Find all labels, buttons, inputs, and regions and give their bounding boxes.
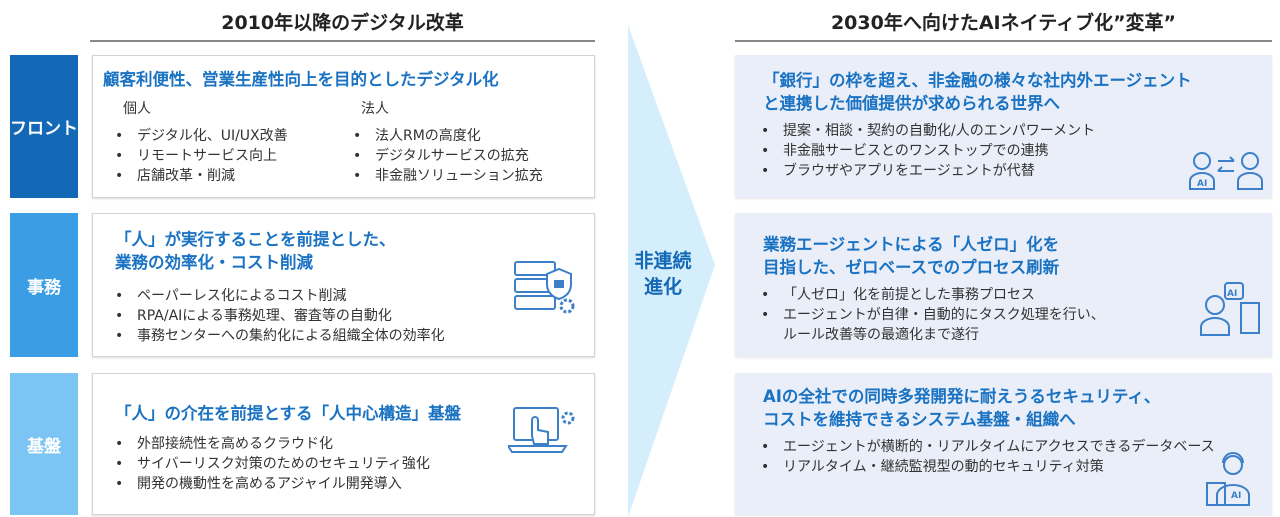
left-header: 2010年以降のデジタル改革 (221, 12, 464, 34)
kiban-title: 「人」の介在を前提とする「人中心構造」基盤 (115, 404, 462, 423)
chevron-arrow-shape (628, 25, 715, 517)
title-line2: と連携した価値提供が求められる世界へ (763, 94, 1060, 113)
title-line1: AIの全社での同時多発開発に耐えうるセキュリティ、 (763, 387, 1161, 406)
list-item: サイバーリスク対策のためのセキュリティ強化 (111, 454, 430, 474)
right-card-3-list: エージェントが横断的・リアルタイムにアクセスできるデータベース リアルタイム・継… (757, 437, 1215, 477)
jimu-title: 「人」が実行することを前提とした、 業務の効率化・コスト削減 (115, 228, 396, 274)
list-item: 事務センターへの集約化による組織全体の効率化 (111, 326, 445, 346)
list-item: 外部接続性を高めるクラウド化 (111, 434, 430, 454)
row-label-front: フロント (10, 55, 78, 198)
ai-badge: AI (1197, 179, 1208, 189)
right-card-2-title: 業務エージェントによる「人ゼロ」化を 目指した、ゼロベースでのプロセス刷新 (763, 233, 1059, 279)
list-item: 非金融サービスとのワンストップでの連携 (757, 141, 1095, 161)
arrow-label-line2: 進化 (643, 276, 682, 298)
right-card-2: 業務エージェントによる「人ゼロ」化を 目指した、ゼロベースでのプロセス刷新 「人… (735, 213, 1272, 357)
list-item: リモートサービス向上 (111, 146, 288, 166)
list-item: リアルタイム・継続監視型の動的セキュリティ対策 (757, 457, 1215, 477)
right-card-2-list: 「人ゼロ」化を前提とした事務プロセス エージェントが自律・自動的にタスク処理を行… (757, 285, 1105, 345)
list-item: 「人ゼロ」化を前提とした事務プロセス (757, 285, 1105, 305)
list-item: ペーパーレス化によるコスト削減 (111, 286, 445, 306)
list-item: ブラウザやアプリをエージェントが代替 (757, 161, 1095, 181)
right-card-1-list: 提案・相談・契約の自動化/人のエンパワーメント 非金融サービスとのワンストップで… (757, 121, 1095, 181)
title-line2: コストを維持できるシステム基盤・組織へ (763, 410, 1076, 429)
jimu-list: ペーパーレス化によるコスト削減 RPA/AIによる事務処理、審査等の自動化 事務… (111, 286, 445, 346)
right-header: 2030年へ向けたAIネイティブ化”変革” (830, 12, 1177, 34)
jimu-card: 「人」が実行することを前提とした、 業務の効率化・コスト削減 ペーパーレス化によ… (92, 213, 595, 357)
list-item: RPA/AIによる事務処理、審査等の自動化 (111, 306, 445, 326)
list-item: 開発の機動性を高めるアジャイル開発導入 (111, 474, 430, 494)
ai-agents-exchange-icon (1189, 152, 1263, 190)
front-title: 顧客利便性、営業生産性向上を目的としたデジタル化 (103, 70, 499, 89)
right-card-3: AIの全社での同時多発開発に耐えうるセキュリティ、 コストを維持できるシステム基… (735, 373, 1272, 515)
arrow-label: 非連続 進化 (628, 248, 698, 300)
left-header-divider (90, 40, 595, 42)
list-item-continuation: ルール改善等の最適化まで遂行 (783, 327, 979, 343)
corporate-list: 法人RMの高度化 デジタルサービスの拡充 非金融ソリューション拡充 (349, 126, 543, 186)
list-item: 店舗改革・削減 (111, 166, 288, 186)
right-card-3-title: AIの全社での同時多発開発に耐えうるセキュリティ、 コストを維持できるシステム基… (763, 385, 1160, 431)
ai-agent-document-icon (1200, 282, 1260, 336)
list-item: デジタルサービスの拡充 (349, 146, 543, 166)
server-security-icon (514, 261, 575, 314)
arrow-label-line1: 非連続 (634, 250, 692, 272)
title-line1: 「銀行」の枠を超え、非金融の様々な社内外エージェント (763, 71, 1192, 90)
list-item: 法人RMの高度化 (349, 126, 543, 146)
jimu-title-line2: 業務の効率化・コスト削減 (115, 253, 313, 272)
list-item: デジタル化、UI/UX改善 (111, 126, 288, 146)
list-item: 提案・相談・契約の自動化/人のエンパワーメント (757, 121, 1095, 141)
front-card: 顧客利便性、営業生産性向上を目的としたデジタル化 個人 法人 デジタル化、UI/… (92, 55, 595, 198)
row-label-jimu: 事務 (10, 213, 78, 357)
kiban-card: 「人」の介在を前提とする「人中心構造」基盤 外部接続性を高めるクラウド化 サイバ… (92, 373, 595, 515)
right-card-1-title: 「銀行」の枠を超え、非金融の様々な社内外エージェント と連携した価値提供が求めら… (763, 69, 1192, 115)
col-heading-individual: 個人 (123, 101, 151, 117)
title-line2: 目指した、ゼロベースでのプロセス刷新 (763, 258, 1060, 277)
kiban-list: 外部接続性を高めるクラウド化 サイバーリスク対策のためのセキュリティ強化 開発の… (111, 434, 430, 494)
ai-badge: AI (1231, 491, 1242, 501)
list-item: エージェントが自律・自動的にタスク処理を行い、 (757, 305, 1105, 325)
col-heading-corporate: 法人 (361, 101, 389, 117)
list-item: 非金融ソリューション拡充 (349, 166, 543, 186)
ai-agent-report-icon (1206, 452, 1250, 506)
laptop-touch-icon (508, 407, 575, 453)
right-card-1: 「銀行」の枠を超え、非金融の様々な社内外エージェント と連携した価値提供が求めら… (735, 55, 1272, 198)
title-line1: 業務エージェントによる「人ゼロ」化を (763, 235, 1060, 254)
list-item: エージェントが横断的・リアルタイムにアクセスできるデータベース (757, 437, 1215, 457)
jimu-title-line1: 「人」が実行することを前提とした、 (115, 230, 396, 249)
right-header-divider (735, 40, 1272, 42)
ai-badge: AI (1227, 289, 1238, 299)
row-label-kiban: 基盤 (10, 373, 78, 515)
individual-list: デジタル化、UI/UX改善 リモートサービス向上 店舗改革・削減 (111, 126, 288, 186)
